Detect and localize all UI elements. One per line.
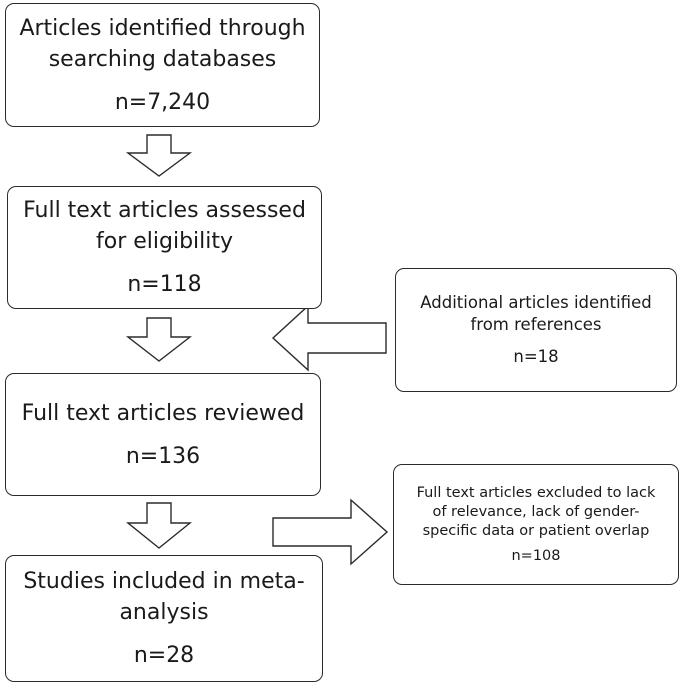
reviewed-line-1: Full text articles reviewed (21, 400, 305, 426)
down-arrow-1 (125, 134, 193, 177)
excluded-line-3: specific data or patient overlap (422, 522, 650, 539)
identified-count: n=7,240 (114, 89, 211, 115)
assessed-line-2: for eligibility (95, 229, 234, 254)
down-arrow-3 (126, 502, 192, 549)
excluded-line-2: of relevance, lack of gender- (432, 503, 640, 520)
included-box: Studies included in meta- analysis n=28 (5, 555, 323, 682)
reviewed-count: n=136 (125, 443, 201, 469)
excluded-count: n=108 (511, 547, 561, 564)
additional-count: n=18 (513, 347, 559, 366)
included-count: n=28 (133, 643, 195, 668)
left-arrow-additional (271, 304, 387, 372)
additional-line-1: Additional articles identified (420, 293, 652, 312)
assessed-line-1: Full text articles assessed (23, 198, 306, 223)
included-line-1: Studies included in meta- (23, 569, 305, 594)
excluded-line-1: Full text articles excluded to lack (416, 484, 656, 501)
excluded-box: Full text articles excluded to lack of r… (393, 464, 679, 585)
down-arrow-2 (125, 317, 193, 362)
identified-box: Articles identified through searching da… (5, 3, 320, 127)
identified-line-2: searching databases (48, 46, 277, 72)
assessed-count: n=118 (127, 272, 202, 297)
additional-line-2: from references (470, 315, 602, 334)
included-line-2: analysis (119, 600, 209, 625)
identified-line-1: Articles identified through (19, 15, 306, 41)
assessed-box: Full text articles assessed for eligibil… (7, 186, 322, 309)
reviewed-box: Full text articles reviewed n=136 (5, 373, 321, 496)
additional-box: Additional articles identified from refe… (395, 268, 677, 392)
